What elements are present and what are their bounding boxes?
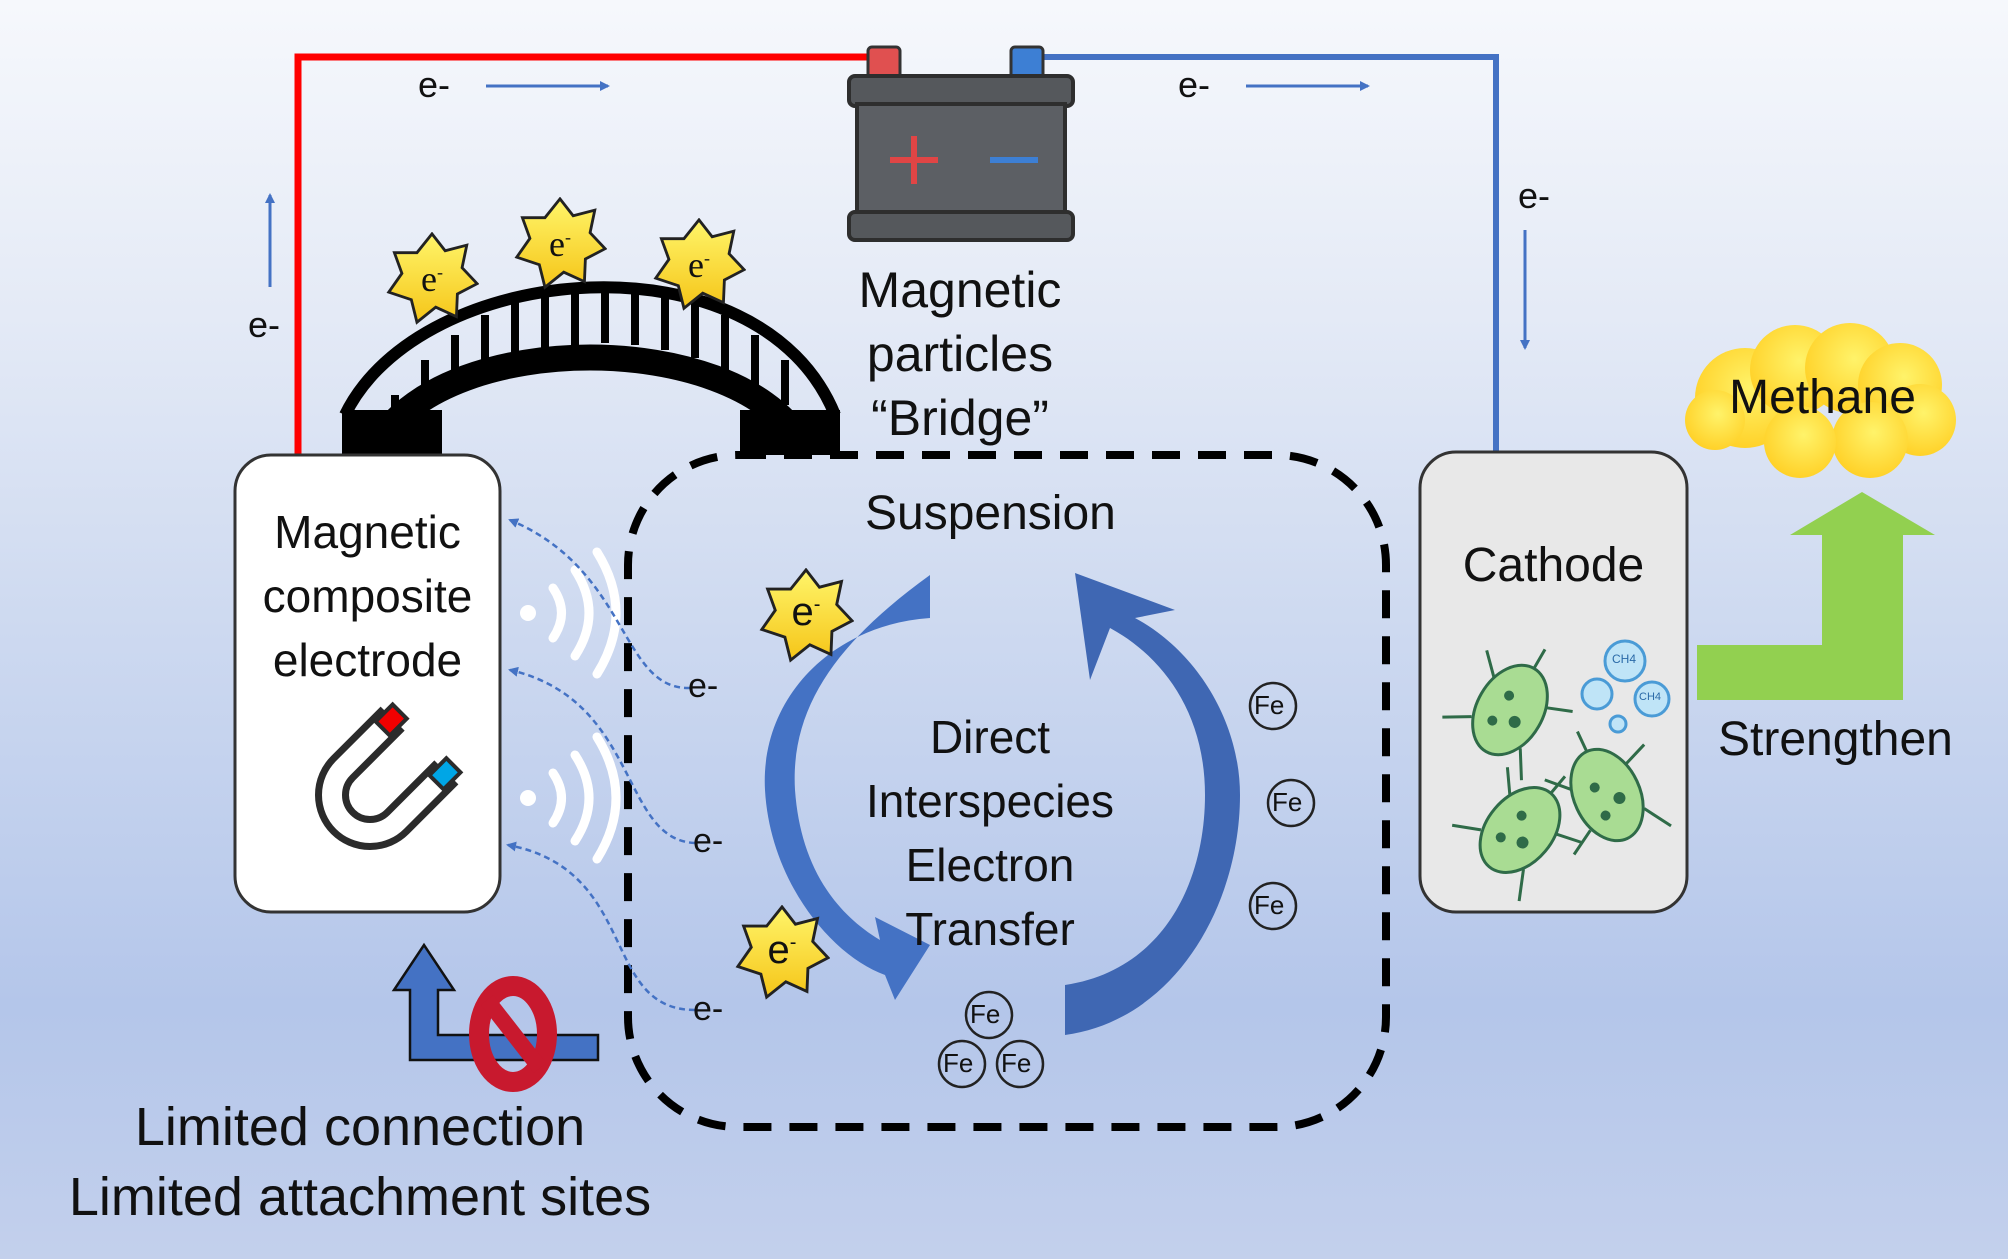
methane-bubble-icon [1580, 639, 1671, 734]
negative-wire [1027, 54, 1499, 455]
electron-label-left: e- [248, 304, 281, 345]
star-label-e: e [549, 224, 565, 264]
ch4-label: CH4 [1639, 691, 1662, 703]
strengthen-label: Strengthen [1718, 713, 1953, 766]
suspension-boundary [624, 451, 1390, 1131]
fe-label: Fe [970, 999, 1001, 1029]
fe-label: Fe [1272, 787, 1303, 817]
star-label-sup: - [703, 248, 710, 268]
star-label: e- [540, 223, 580, 265]
battery-label-line: Magnetic [858, 262, 1062, 318]
blocked-connection-arrow [391, 942, 600, 1062]
electron-label: e- [693, 990, 724, 1028]
bridge-icon [339, 281, 841, 455]
signal-wave-icon [520, 547, 621, 679]
star-label-e: e [688, 245, 704, 285]
electron-path [508, 518, 691, 690]
electron-label-top-right: e- [1178, 64, 1211, 105]
electrode-label-line: Magnetic [274, 506, 461, 558]
electron-label: e- [693, 822, 724, 860]
diet-label-line: Interspecies [865, 775, 1114, 827]
diet-label-line: Transfer [905, 903, 1075, 955]
ch4-label: CH4 [1612, 652, 1637, 666]
star-label: e- [679, 244, 719, 286]
fe-label: Fe [943, 1048, 974, 1078]
signal-wave-icon [520, 732, 621, 864]
star-label-e: e [791, 590, 814, 634]
prohibit-icon [469, 976, 557, 1092]
suspension-title: Suspension [865, 487, 1116, 540]
diet-label-line: Electron [905, 839, 1075, 891]
cycle-arrow-left [764, 575, 930, 1000]
star-label-sup: - [436, 262, 443, 282]
diet-label: Direct Interspecies Electron Transfer [840, 705, 1140, 961]
limitation-line: Limited connection [134, 1097, 586, 1157]
star-label-e: e [421, 259, 437, 299]
star-label-sup: - [813, 593, 821, 616]
fe-label: Fe [1001, 1048, 1032, 1078]
magnet-icon [315, 701, 464, 850]
star-label: e- [762, 928, 802, 973]
electron-label-top-left: e- [418, 64, 451, 105]
electrode-label: Magnetic composite electrode [235, 500, 500, 692]
limitation-label: Limited connection Limited attachment si… [40, 1092, 680, 1232]
star-label: e- [786, 590, 826, 635]
electrode-label-line: electrode [272, 634, 463, 686]
microbe-icon [1442, 648, 1672, 902]
fe-label: Fe [1254, 890, 1285, 920]
star-label-sup: - [789, 931, 797, 954]
battery-label-line: particles [866, 326, 1054, 382]
electrode-label-line: composite [262, 570, 473, 622]
star-label-sup: - [564, 227, 571, 247]
electron-path [508, 666, 696, 845]
electron-path [506, 841, 696, 1012]
battery-label-line: “Bridge” [871, 390, 1049, 446]
battery-label: Magnetic particles “Bridge” [840, 258, 1080, 450]
diet-label-line: Direct [929, 711, 1051, 763]
cycle-arrow-right [1065, 573, 1240, 1035]
strengthen-arrow [1697, 492, 1935, 700]
cathode-title: Cathode [1462, 539, 1645, 592]
star-label: e- [412, 258, 452, 300]
fe-label: Fe [1254, 690, 1285, 720]
methane-cloud [1685, 323, 1956, 478]
methane-label: Methane [1729, 371, 1916, 424]
star-label-e: e [767, 928, 790, 972]
electron-label-right: e- [1518, 175, 1551, 216]
iron-particle-icon [937, 681, 1316, 1089]
positive-wire [294, 53, 893, 455]
electron-label: e- [688, 667, 719, 705]
battery-icon [847, 45, 1075, 242]
limitation-line: Limited attachment sites [68, 1167, 652, 1227]
